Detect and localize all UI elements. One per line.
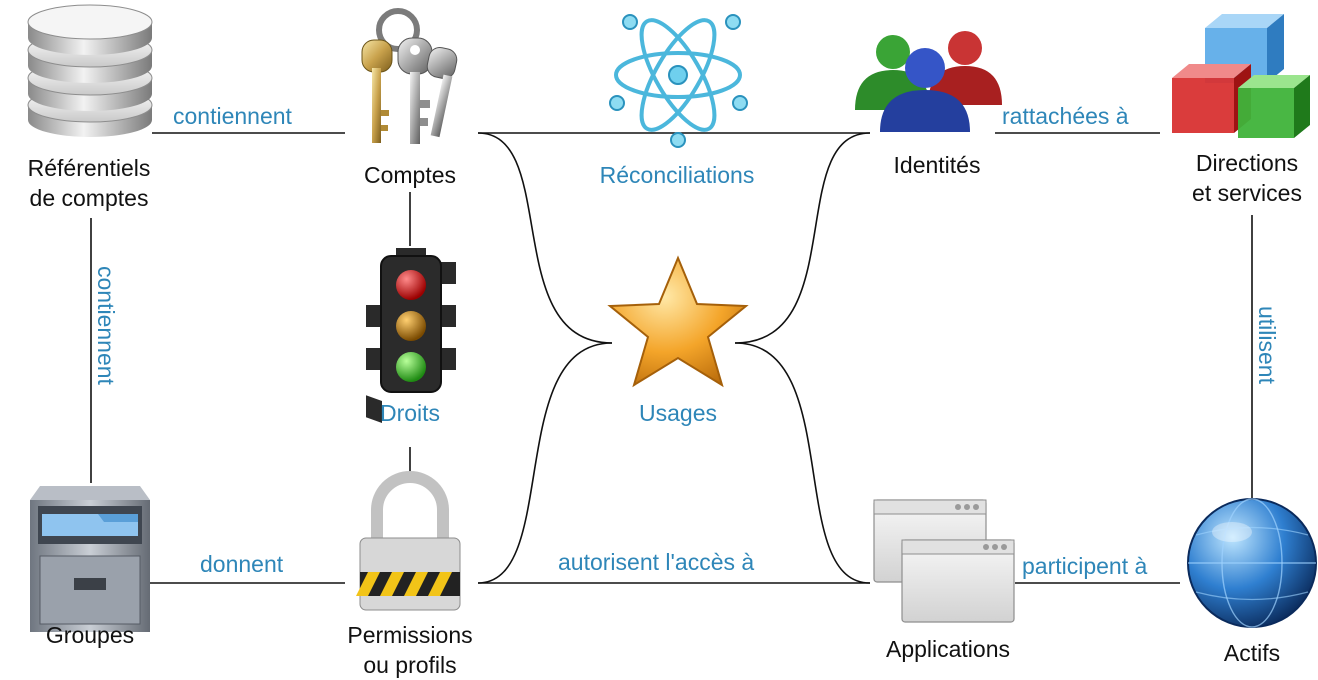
- database-icon: [27, 4, 153, 137]
- relation-autorisent: autorisent l'accès à: [558, 549, 755, 575]
- relation-utilisent: utilisent: [1254, 306, 1280, 384]
- node-directions-line1: Directions: [1195, 150, 1299, 176]
- node-permissions-label: Permissions ou profils: [320, 620, 500, 680]
- traffic-light-icon: [366, 248, 456, 424]
- file-cabinet-icon: [30, 486, 150, 632]
- connector-applications-usages-curve: [734, 342, 871, 584]
- relation-rattachees: rattachées à: [1002, 103, 1129, 129]
- star-icon: [607, 255, 749, 388]
- node-directions-label: Directions et services: [1160, 148, 1318, 208]
- node-referentiels-line1: Référentiels: [27, 155, 151, 181]
- connector-permissions-usages-curve: [477, 342, 613, 584]
- relation-contiennent-left: contiennent: [93, 266, 119, 385]
- cubes-icon: [1172, 14, 1310, 138]
- atom-icon: [609, 14, 748, 148]
- node-groupes-label: Groupes: [45, 622, 135, 648]
- node-comptes-label: Comptes: [363, 162, 457, 188]
- node-reconciliations-label: Réconciliations: [599, 162, 755, 188]
- windows-icon: [873, 499, 1015, 623]
- node-applications-label: Applications: [885, 636, 1011, 662]
- relation-contiennent-top: contiennent: [173, 103, 292, 129]
- node-referentiels-line2: de comptes: [29, 185, 149, 211]
- node-referentiels-label: Référentiels de comptes: [2, 153, 176, 213]
- node-directions-line2: et services: [1192, 180, 1302, 206]
- connectors: [90, 132, 1253, 584]
- globe-icon: [1187, 498, 1317, 628]
- node-permissions-line2: ou profils: [363, 652, 457, 678]
- users-icon: [855, 31, 1002, 132]
- node-droits-label: Droits: [379, 400, 441, 426]
- padlock-icon: [356, 471, 461, 611]
- node-identites-label: Identités: [893, 152, 981, 178]
- node-actifs-label: Actifs: [1223, 640, 1281, 666]
- relation-participent: participent à: [1022, 553, 1148, 579]
- relation-donnent: donnent: [200, 551, 284, 577]
- connector-identites-usages-curve: [734, 132, 871, 344]
- connector-comptes-usages-curve: [477, 132, 613, 344]
- keys-icon: [361, 8, 458, 144]
- node-permissions-line1: Permissions: [347, 622, 473, 648]
- node-usages-label: Usages: [639, 400, 717, 426]
